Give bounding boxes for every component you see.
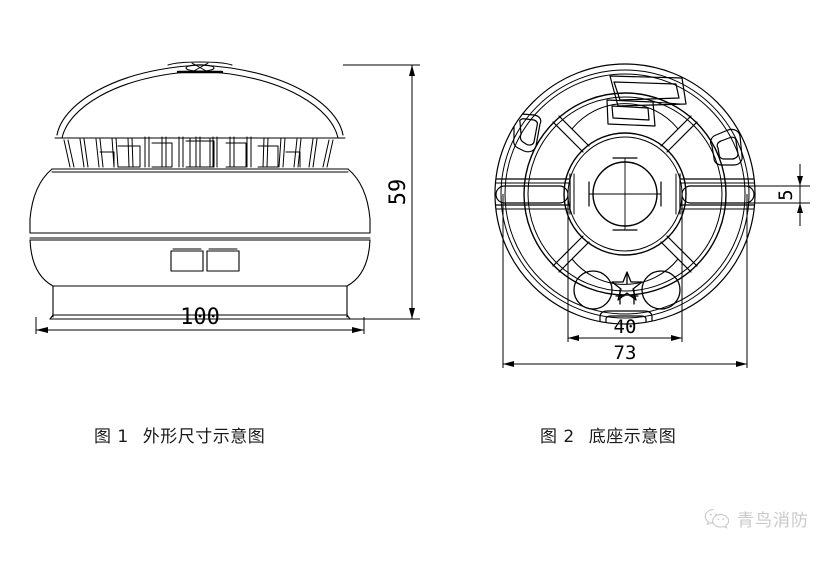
tab-bottom bbox=[599, 310, 653, 324]
crosshair-cap-v bbox=[612, 157, 638, 231]
screw-boss-right bbox=[641, 270, 681, 310]
dimension-label-5: 5 bbox=[775, 189, 797, 200]
top-label-line bbox=[167, 61, 233, 66]
watermark: 青鸟消防 bbox=[704, 506, 809, 531]
arrow-top bbox=[409, 65, 415, 76]
arrow-5-bottom bbox=[797, 203, 803, 213]
rim-outer-circle bbox=[494, 63, 756, 325]
certification-star-mark bbox=[611, 271, 643, 305]
dimension-label-40: 40 bbox=[614, 316, 637, 338]
deco-arc-top bbox=[571, 103, 679, 130]
figure-1-caption-text: 外形尺寸示意图 bbox=[142, 427, 266, 447]
dome-outer-profile bbox=[56, 64, 344, 136]
wechat-icon bbox=[704, 508, 730, 530]
dimension-59 bbox=[343, 64, 420, 320]
hub-ring-outer bbox=[563, 132, 687, 256]
figure-2-base-drawing: 5 40 73 bbox=[450, 34, 838, 384]
dimension-label-100: 100 bbox=[180, 305, 220, 330]
diagonal-ribs bbox=[552, 115, 698, 273]
arrow-right bbox=[352, 327, 364, 333]
figure-1-caption-number: 图 1 bbox=[94, 427, 129, 447]
skirt-right bbox=[346, 239, 371, 318]
rim-inner-circle bbox=[500, 69, 750, 319]
arrow-73-right bbox=[736, 361, 747, 367]
led-window-left bbox=[170, 250, 204, 272]
rim-inner-circle-2 bbox=[504, 73, 746, 315]
arrow-73-left bbox=[503, 361, 514, 367]
arrow-40-right bbox=[671, 335, 682, 341]
led-window-right bbox=[206, 250, 240, 272]
figure-2-caption-text: 底座示意图 bbox=[588, 427, 677, 447]
figure-2-caption: 图 2 底座示意图 bbox=[540, 422, 676, 447]
figure-1-outline-drawing: 59 100 bbox=[0, 34, 450, 334]
deco-arc-bottom bbox=[571, 258, 679, 285]
dimension-label-59: 59 bbox=[386, 179, 411, 206]
screw-boss-left bbox=[573, 270, 613, 310]
figure-1-caption: 图 1 外形尺寸示意图 bbox=[94, 422, 265, 447]
arrow-bottom bbox=[409, 308, 415, 319]
arrow-5-top bbox=[797, 176, 803, 186]
base-internals bbox=[495, 75, 755, 324]
arrow-left bbox=[36, 327, 48, 333]
watermark-text: 青鸟消防 bbox=[737, 511, 809, 531]
dome-inner-profile bbox=[61, 70, 339, 139]
top-logo-cross bbox=[191, 62, 209, 73]
right-slot-hole bbox=[681, 185, 755, 204]
web-ring-outer-2 bbox=[527, 96, 723, 292]
skirt-left bbox=[29, 239, 54, 318]
dimension-73 bbox=[502, 194, 748, 368]
crosshair-cap-h bbox=[588, 181, 662, 207]
dimension-100 bbox=[35, 317, 365, 334]
left-slot-hole bbox=[495, 185, 569, 204]
arrow-40-left bbox=[568, 335, 579, 341]
top-terminal-block bbox=[606, 75, 687, 127]
dimension-5 bbox=[748, 164, 810, 226]
skirt-bottom-corners bbox=[49, 314, 351, 320]
body-left-shoulder bbox=[29, 168, 53, 234]
body-right-shoulder bbox=[347, 168, 371, 234]
dimension-40 bbox=[567, 194, 683, 342]
tab-upper-right bbox=[710, 128, 743, 166]
figure-2-caption-number: 图 2 bbox=[540, 427, 575, 447]
dimension-label-73: 73 bbox=[614, 342, 637, 364]
grille-interior-blocks bbox=[99, 137, 301, 168]
fig2-geometry bbox=[494, 63, 756, 325]
fig1-geometry bbox=[29, 61, 371, 320]
